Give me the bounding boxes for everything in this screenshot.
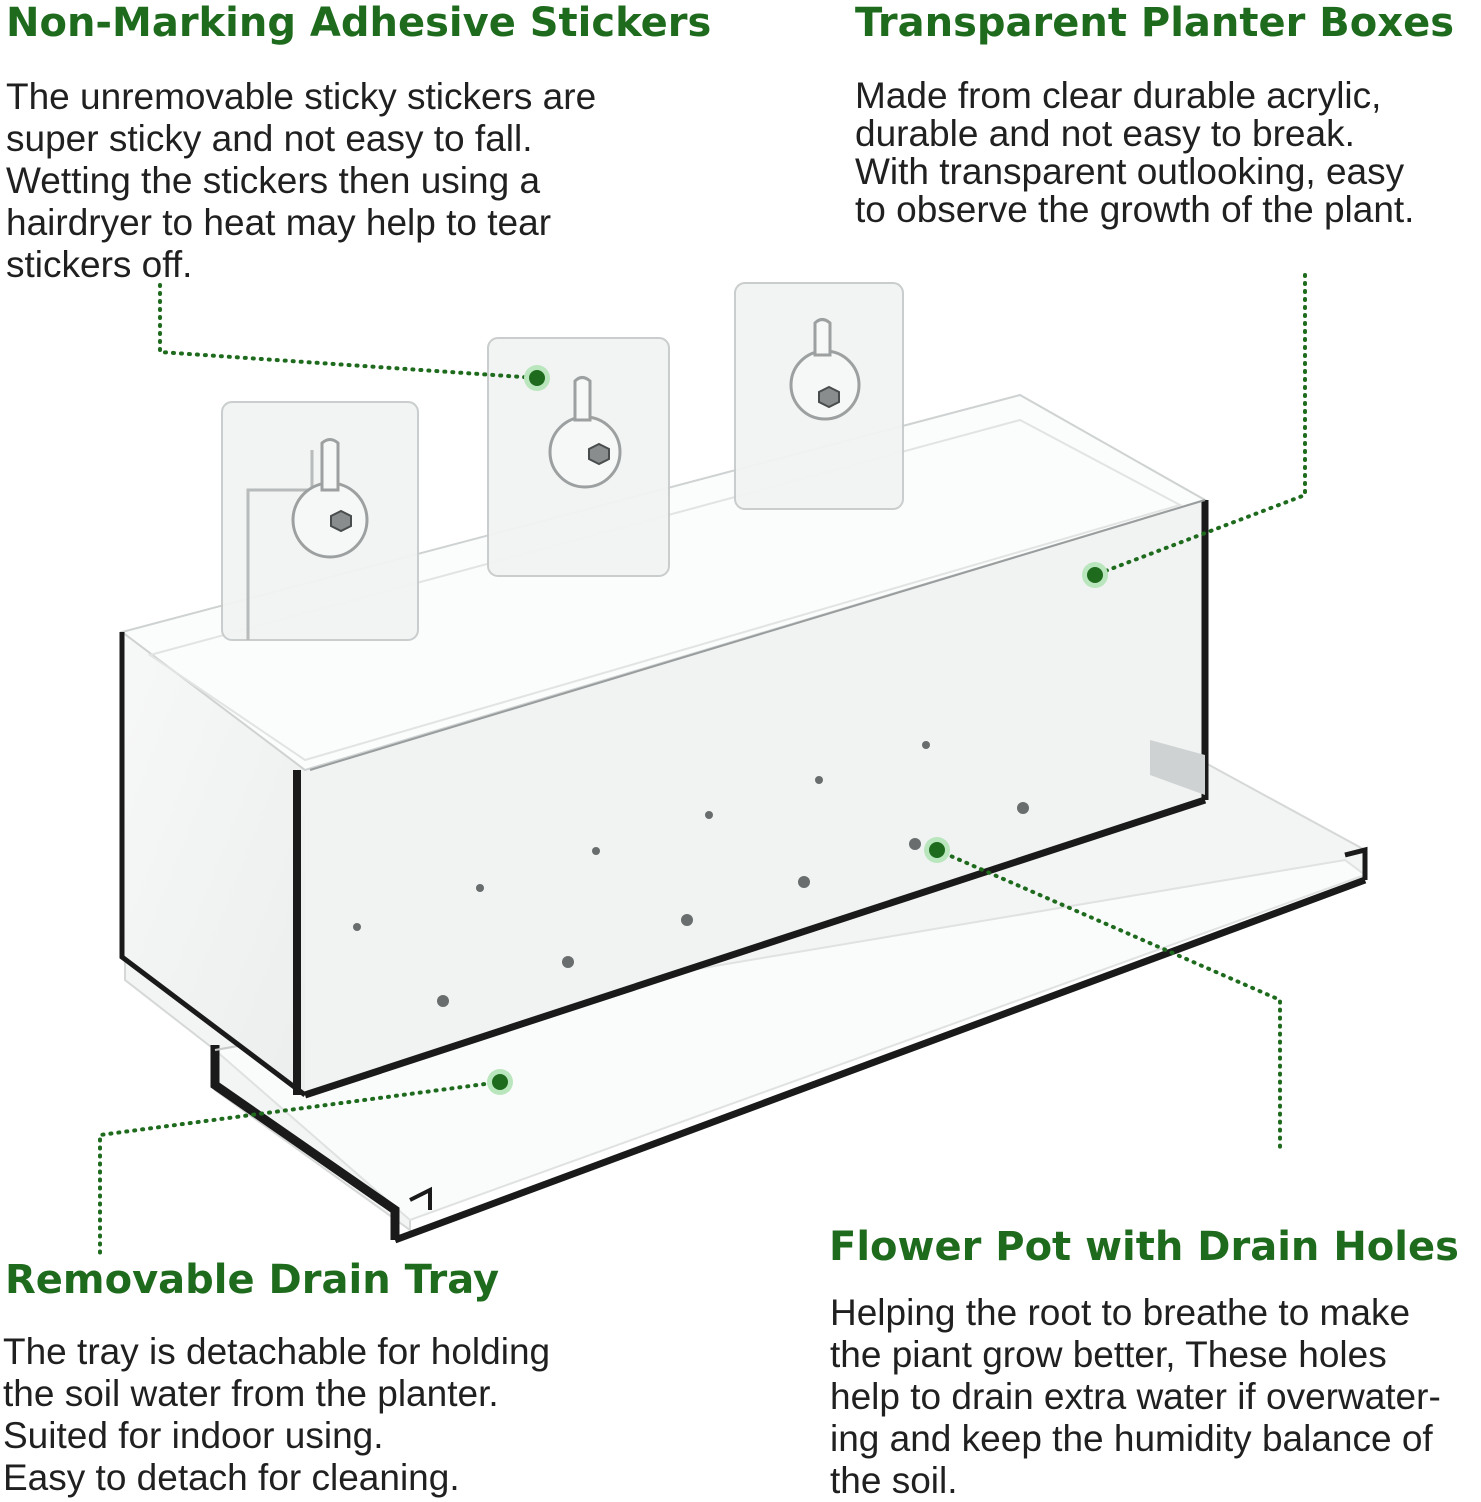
- stickers-line: super sticky and not easy to fall.: [6, 118, 533, 159]
- stickers-line: hairdryer to heat may help to tear: [6, 202, 552, 243]
- tray-line: Suited for indoor using.: [3, 1415, 384, 1456]
- stickers-line: stickers off.: [6, 244, 193, 285]
- leader-line-drain: [935, 848, 1282, 1152]
- adhesive-sticker-middle: [487, 337, 670, 577]
- leader-lines: [98, 273, 1307, 1257]
- planter-heading: Transparent Planter Boxes: [855, 0, 1455, 46]
- stickers-heading: Non-Marking Adhesive Stickers: [6, 0, 712, 46]
- tray-heading: Removable Drain Tray: [5, 1257, 500, 1303]
- leader-line-stickers: [158, 283, 539, 380]
- callout-dots: [487, 365, 1108, 1095]
- planter-line: to observe the growth of the plant.: [855, 189, 1415, 230]
- planter-line: With transparent outlooking, easy: [855, 151, 1405, 192]
- leader-line-planter: [1093, 273, 1307, 577]
- drain-description: Helping the root to breathe to make the …: [830, 1292, 1441, 1502]
- stickers-description: The unremovable sticky stickers are supe…: [6, 76, 596, 286]
- drain-line: help to drain extra water if overwater-: [830, 1376, 1441, 1417]
- stickers-line: Wetting the stickers then using a: [6, 160, 541, 201]
- drain-line: ing and keep the humidity balance of: [830, 1418, 1433, 1459]
- tray-description: The tray is detachable for holding the s…: [3, 1331, 550, 1499]
- drain-holes: [353, 741, 1029, 1007]
- drain-tray: [124, 758, 1368, 1244]
- tray-line: The tray is detachable for holding: [3, 1331, 551, 1372]
- adhesive-sticker-left: [221, 401, 419, 641]
- drain-line: the soil.: [830, 1460, 958, 1501]
- planter-line: Made from clear durable acrylic,: [855, 75, 1382, 116]
- planter-line: durable and not easy to break.: [855, 113, 1355, 154]
- leader-line-tray: [98, 1080, 502, 1257]
- planter-box: [119, 393, 1209, 1099]
- stickers-line: The unremovable sticky stickers are: [6, 76, 597, 117]
- tray-line: Easy to detach for cleaning.: [3, 1457, 460, 1498]
- drain-line: Helping the root to breathe to make: [830, 1292, 1411, 1333]
- tray-line: the soil water from the planter.: [3, 1373, 499, 1414]
- drain-line: the piant grow better, These holes: [830, 1334, 1387, 1375]
- adhesive-sticker-right: [734, 282, 904, 510]
- drain-heading: Flower Pot with Drain Holes: [829, 1224, 1459, 1270]
- planter-description: Made from clear durable acrylic, durable…: [855, 77, 1414, 229]
